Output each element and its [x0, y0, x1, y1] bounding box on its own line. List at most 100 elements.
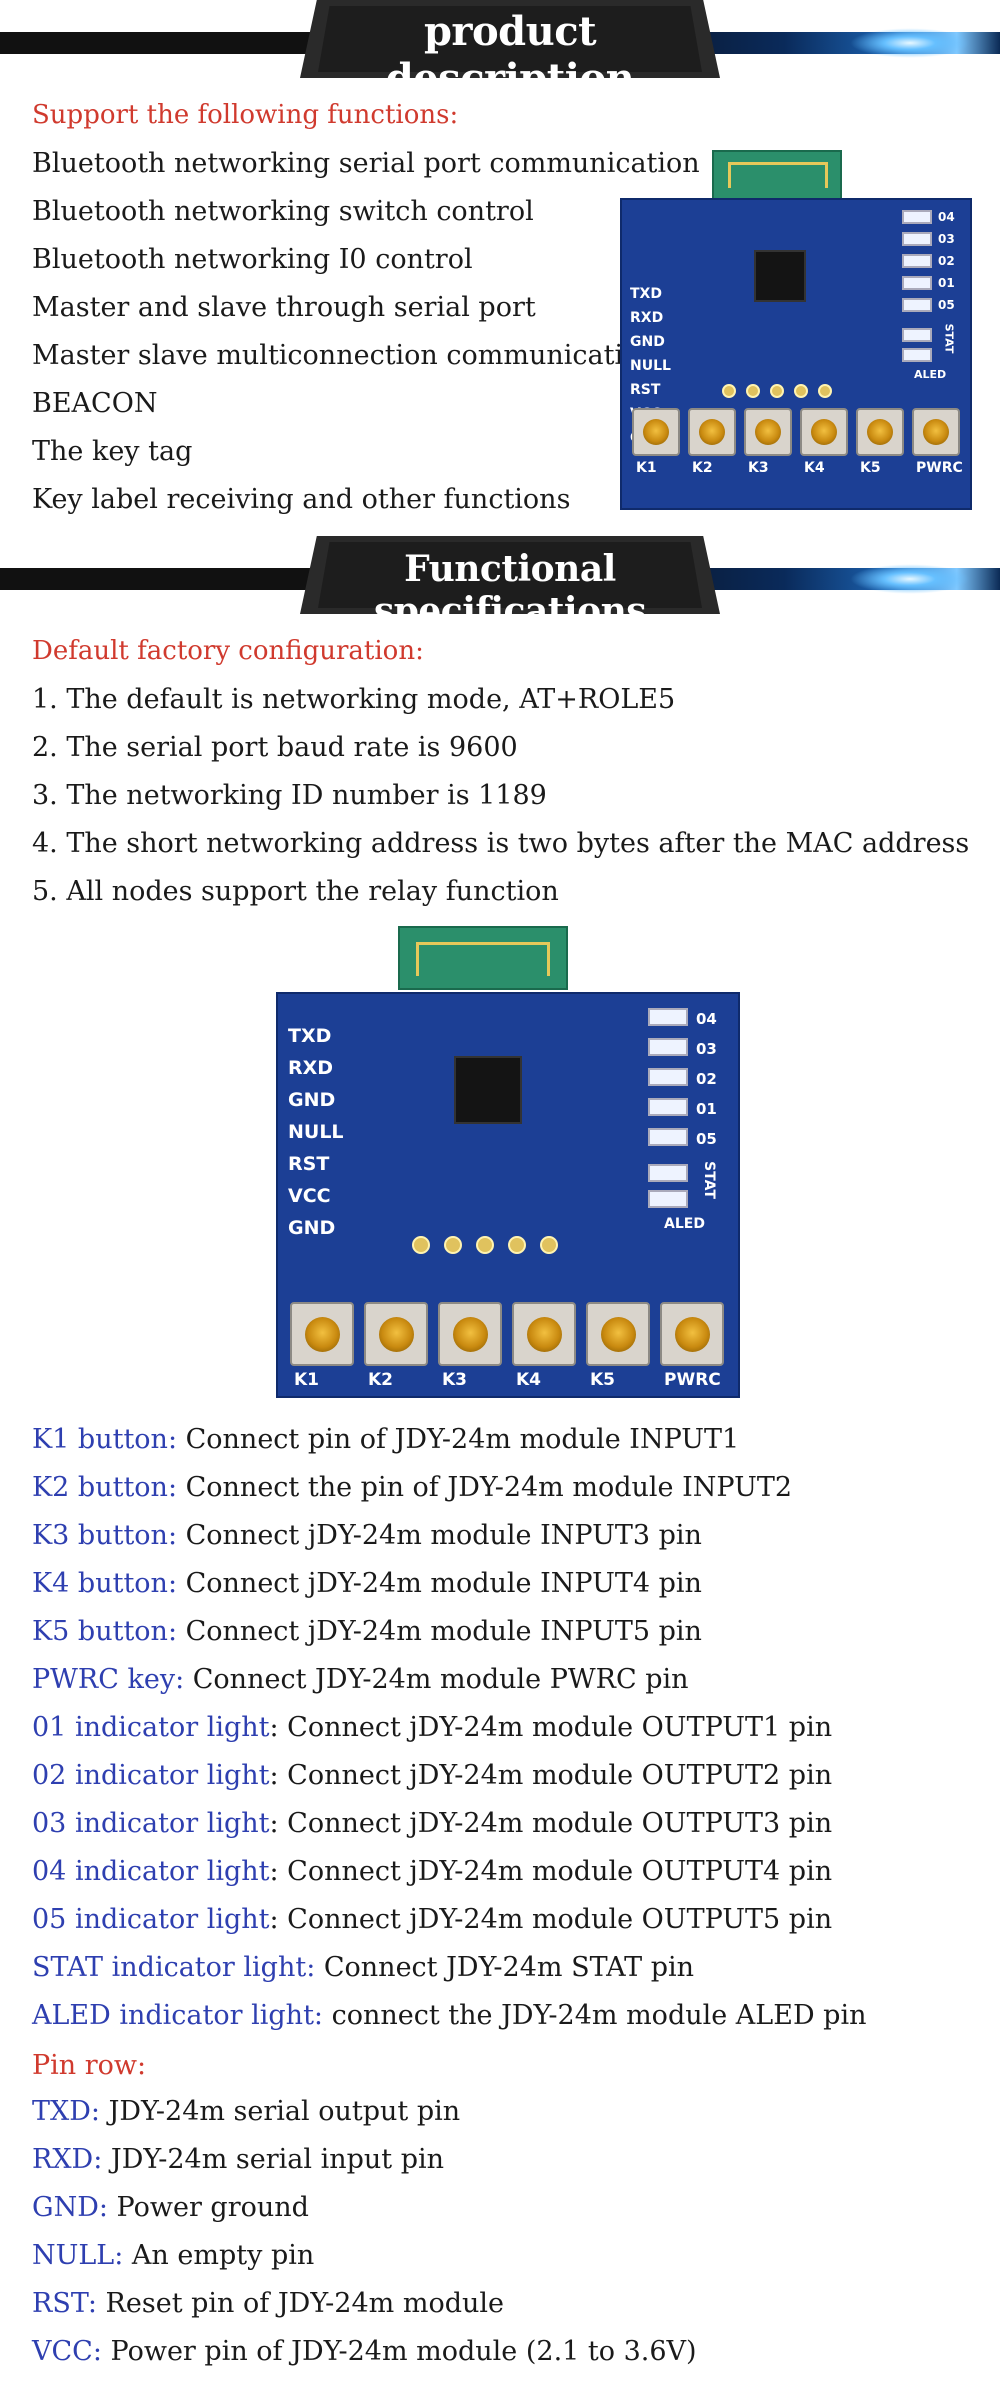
mapping-key: K2 button:	[32, 1472, 178, 1503]
mapping-item: K5 button: Connect jDY-24m module INPUT5…	[32, 1616, 702, 1647]
stat-label: STAT	[942, 323, 956, 354]
mapping-desc: : Connect jDY-24m module OUTPUT5 pin	[269, 1904, 833, 1935]
stat-label: STAT	[700, 1161, 717, 1199]
pin-label: TXD	[288, 1025, 332, 1047]
led-label: 03	[938, 232, 955, 246]
button-label: K4	[516, 1370, 542, 1390]
led-label: 05	[938, 298, 955, 312]
function-item: Master and slave through serial port	[32, 292, 536, 323]
mapping-key: 05 indicator light	[32, 1904, 270, 1935]
led-label: 04	[938, 210, 955, 224]
pin-label: RXD	[288, 1057, 334, 1079]
led	[902, 328, 932, 342]
mapping-key: 01 indicator light	[32, 1712, 270, 1743]
banner-functional-specifications: Functional specifications	[0, 536, 1000, 632]
function-item: Master slave multiconnection communicati…	[32, 340, 657, 371]
button-cap	[601, 1317, 636, 1352]
function-item: Bluetooth networking switch control	[32, 196, 534, 227]
tactile-button	[290, 1302, 354, 1366]
button-cap	[643, 419, 669, 445]
pin-label: TXD	[630, 286, 662, 302]
led	[648, 1038, 688, 1056]
pinrow-desc: Power pin of JDY-24m module (2.1 to 3.6V…	[101, 2336, 697, 2367]
pinrow-key: RXD:	[32, 2144, 103, 2175]
pcb-board: TXD RXD GND NULL RST VCC GND 04 03 02 01…	[620, 198, 972, 510]
button-cap	[379, 1317, 414, 1352]
antenna-trace	[416, 942, 550, 976]
mapping-key: 03 indicator light	[32, 1808, 270, 1839]
pin-label: GND	[288, 1089, 336, 1111]
pin-label: NULL	[630, 358, 671, 374]
button-label: K4	[804, 460, 825, 476]
mapping-item: K4 button: Connect jDY-24m module INPUT4…	[32, 1568, 702, 1599]
button-cap	[923, 419, 949, 445]
config-item: 5. All nodes support the relay function	[32, 876, 559, 907]
button-cap	[305, 1317, 340, 1352]
banner-product-description: product description	[0, 0, 1000, 102]
button-cap	[453, 1317, 488, 1352]
button-cap	[867, 419, 893, 445]
mapping-desc: : Connect jDY-24m module OUTPUT1 pin	[269, 1712, 833, 1743]
tactile-button	[512, 1302, 576, 1366]
board-image-small: TXD RXD GND NULL RST VCC GND 04 03 02 01…	[620, 150, 972, 510]
led-labels: 04 03 02 01 05	[938, 206, 955, 316]
mapping-key: ALED indicator light:	[32, 2000, 324, 2031]
led	[648, 1008, 688, 1026]
pad	[770, 384, 784, 398]
mapping-item: 03 indicator light: Connect jDY-24m modu…	[32, 1808, 832, 1839]
button-cap	[699, 419, 725, 445]
pad	[476, 1236, 494, 1254]
mapping-key: K4 button:	[32, 1568, 178, 1599]
led-label: 01	[696, 1100, 717, 1118]
pinrow-desc: Reset pin of JDY-24m module	[96, 2288, 504, 2319]
button-cap	[755, 419, 781, 445]
button-cap	[675, 1317, 710, 1352]
banner-glow	[850, 28, 970, 58]
aled-label: ALED	[664, 1216, 705, 1232]
led	[902, 276, 932, 290]
pad	[746, 384, 760, 398]
antenna-trace	[728, 162, 828, 188]
pinrow-desc: Power ground	[107, 2192, 309, 2223]
pin-label: NULL	[288, 1121, 344, 1143]
pinrow-key: RST:	[32, 2288, 97, 2319]
banner-bar-right	[640, 28, 1000, 58]
led-label: 05	[696, 1130, 717, 1148]
button-label: K3	[442, 1370, 468, 1390]
led	[648, 1164, 688, 1182]
function-item: Key label receiving and other functions	[32, 484, 571, 515]
button-cap	[811, 419, 837, 445]
button-label: K1	[294, 1370, 320, 1390]
button-cap	[527, 1317, 562, 1352]
board-image-large: TXD RXD GND NULL RST VCC GND 04 03 02 01…	[276, 926, 740, 1398]
mapping-item: K1 button: Connect pin of JDY-24m module…	[32, 1424, 739, 1455]
tactile-button	[856, 408, 904, 456]
banner-plate-inner	[318, 6, 702, 72]
tactile-button	[800, 408, 848, 456]
pinrow-item: RST: Reset pin of JDY-24m module	[32, 2288, 504, 2319]
antenna	[712, 150, 842, 200]
mapping-item: 04 indicator light: Connect jDY-24m modu…	[32, 1856, 832, 1887]
led	[902, 298, 932, 312]
led	[902, 348, 932, 362]
banner-glow	[850, 564, 970, 594]
mapping-desc: : Connect jDY-24m module OUTPUT4 pin	[269, 1856, 833, 1887]
mapping-desc: : Connect jDY-24m module OUTPUT2 pin	[269, 1760, 833, 1791]
button-label: K5	[590, 1370, 616, 1390]
led	[648, 1190, 688, 1208]
aled-label: ALED	[914, 368, 947, 381]
mapping-item: 05 indicator light: Connect jDY-24m modu…	[32, 1904, 832, 1935]
config-item: 2. The serial port baud rate is 9600	[32, 732, 518, 763]
led	[648, 1068, 688, 1086]
led	[902, 254, 932, 268]
pcb-board: TXD RXD GND NULL RST VCC GND 04 03 02 01…	[276, 992, 740, 1398]
mapping-key: K3 button:	[32, 1520, 178, 1551]
config-heading: Default factory configuration:	[32, 636, 424, 666]
pinrow-item: NULL: An empty pin	[32, 2240, 314, 2271]
functions-heading: Support the following functions:	[32, 100, 459, 130]
pinrow-desc: An empty pin	[123, 2240, 315, 2271]
button-label: K3	[748, 460, 769, 476]
led-label: 04	[696, 1010, 717, 1028]
tactile-button	[660, 1302, 724, 1366]
button-label: PWRC	[664, 1370, 721, 1390]
